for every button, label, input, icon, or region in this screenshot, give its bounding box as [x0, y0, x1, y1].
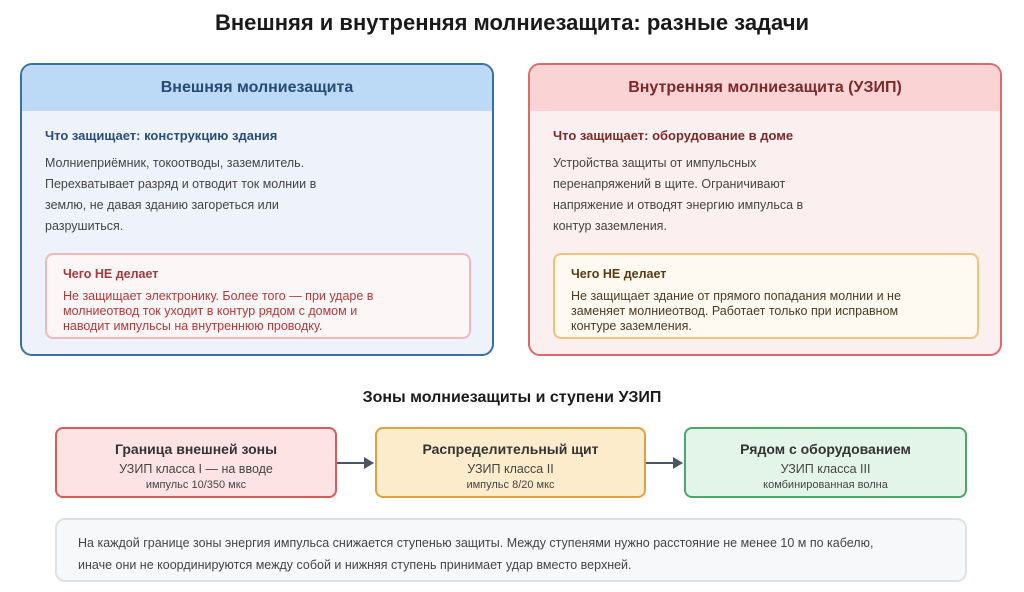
coordination-note-text: На каждой границе зоны энергия импульса …: [78, 536, 874, 572]
zone-1-class: УЗИП класса I — на вводе: [119, 462, 273, 476]
zone-1-note: импульс 10/350 мкс: [145, 479, 247, 491]
external-warning-box: Чего НЕ делает Не защищает электронику. …: [45, 253, 471, 339]
zone-2-class: УЗИП класса II: [467, 462, 554, 476]
zone-3-class: УЗИП класса III: [780, 462, 871, 476]
zone-1-title: Граница внешней зоны: [114, 441, 278, 457]
zone-2-note: импульс 8/20 мкс: [466, 479, 555, 491]
internal-warning-title: Чего НЕ делает: [571, 267, 667, 281]
external-warning-title: Чего НЕ делает: [63, 267, 159, 281]
external-panel-description: Молниеприёмник, токоотводы, заземлитель.…: [45, 156, 317, 233]
zones-title: Зоны молниезащиты и ступени УЗИП: [362, 389, 662, 406]
internal-panel-subtitle: Что защищает: оборудование в доме: [553, 128, 794, 143]
external-warning-text: Не защищает электронику. Более того — пр…: [63, 289, 374, 333]
external-panel-subtitle: Что защищает: конструкцию здания: [45, 128, 278, 143]
zone-box-3: Рядом с оборудованием УЗИП класса III ко…: [684, 427, 967, 498]
zone-3-title: Рядом с оборудованием: [740, 441, 911, 457]
zone-box-2: Распределительный щит УЗИП класса II имп…: [375, 427, 646, 498]
zone-box-1: Граница внешней зоны УЗИП класса I — на …: [55, 427, 337, 498]
external-panel-header: Внешняя молниезащита: [22, 65, 492, 111]
coordination-note-box: На каждой границе зоны энергия импульса …: [55, 518, 967, 582]
zone-3-note: комбинированная волна: [763, 479, 888, 491]
internal-warning-text: Не защищает здание от прямого попадания …: [571, 289, 901, 333]
page-title: Внешняя и внутренняя молниезащита: разны…: [214, 10, 810, 35]
internal-panel-description: Устройства защиты от импульсных перенапр…: [553, 156, 804, 233]
internal-warning-box: Чего НЕ делает Не защищает здание от пря…: [553, 253, 979, 339]
zone-2-title: Распределительный щит: [422, 441, 599, 457]
internal-panel-header: Внутренняя молниезащита (УЗИП): [530, 65, 1000, 111]
internal-protection-panel: Внутренняя молниезащита (УЗИП) Что защищ…: [528, 63, 1002, 356]
arrow-right-icon: [337, 457, 374, 469]
external-protection-panel: Внешняя молниезащита Что защищает: конст…: [20, 63, 494, 356]
arrow-right-icon: [646, 457, 683, 469]
